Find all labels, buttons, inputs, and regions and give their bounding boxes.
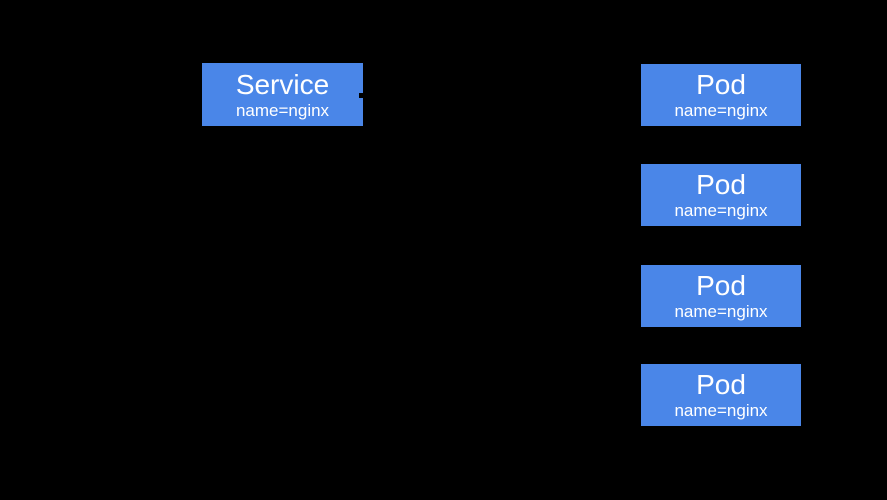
pod-title: Pod	[696, 369, 746, 400]
connector-stub	[359, 93, 364, 98]
pod-node-1: Pod name=nginx	[641, 64, 801, 126]
pod-title: Pod	[696, 69, 746, 100]
service-selector-label: name=nginx	[235, 100, 330, 120]
pod-node-3: Pod name=nginx	[641, 265, 801, 327]
pod-node-2: Pod name=nginx	[641, 164, 801, 226]
pod-selector-label: name=nginx	[674, 101, 768, 120]
pod-title: Pod	[696, 169, 746, 200]
service-node: Service name=nginx	[202, 63, 363, 126]
pod-selector-label: name=nginx	[674, 401, 768, 420]
pod-title: Pod	[696, 270, 746, 301]
pod-node-4: Pod name=nginx	[641, 364, 801, 426]
service-title: Service	[235, 68, 330, 100]
pod-selector-label: name=nginx	[674, 201, 768, 220]
pod-selector-label: name=nginx	[674, 302, 768, 321]
